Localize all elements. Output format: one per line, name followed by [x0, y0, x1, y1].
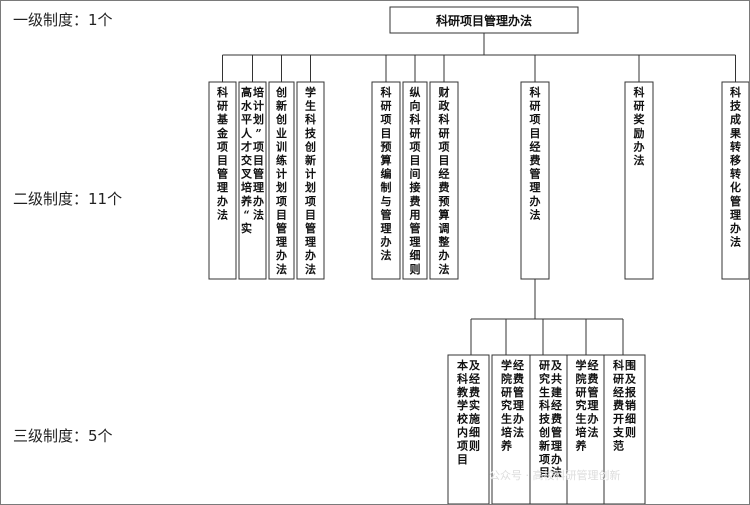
level2-node-2-label: 高水平人才交叉培养“实 — [240, 85, 253, 235]
level3-node-3-label: 研究生科技创新项目 — [538, 359, 551, 479]
level3-node-4-label: 经费管理办法 — [588, 358, 599, 439]
level2-node-8-label: 科研项目经费管理办法 — [530, 85, 541, 221]
level3-node-4-label: 学院研究生培养 — [575, 358, 588, 452]
level3-node-1-label: 本科教学校内项目 — [456, 358, 469, 466]
level2-node-4-label: 学生科技创新计划项目管理办法 — [304, 85, 317, 276]
level2-node-3-label: 创新创业训练计划项目管理办法 — [275, 85, 287, 276]
level2-node-5: 科研项目预算编制与管理办法 — [371, 81, 401, 280]
level2-node-4: 学生科技创新计划项目管理办法 — [296, 81, 325, 280]
level2-node-5-label: 科研项目预算编制与管理办法 — [380, 85, 392, 262]
level2-node-6-label: 纵向科研项目间接费用管理细则 — [410, 85, 421, 276]
watermark-text: 公众号 · 高校科研管理创新 — [489, 468, 621, 482]
level2-node-7-label: 财政科研项目经费预算调整办法 — [438, 85, 451, 276]
root-node: 科研项目管理办法 — [389, 6, 579, 34]
level2-node-2-label: 培计划”项目管理办法 — [253, 85, 264, 221]
connector-lines — [222, 33, 736, 355]
level2-node-7: 财政科研项目经费预算调整办法 — [429, 81, 459, 280]
level2-node-9: 科研奖励办法 — [624, 81, 654, 280]
level2-node-8: 科研项目经费管理办法 — [520, 81, 550, 280]
level3-node-3-label: 及共建经费管理办法 — [551, 359, 563, 479]
level3-node-1-label: 及经费实施细则 — [469, 359, 481, 452]
level1-label: 一级制度：1个 — [13, 11, 113, 29]
level2-label: 二级制度：11个 — [13, 190, 123, 208]
level2-node-6: 纵向科研项目间接费用管理细则 — [402, 81, 428, 280]
level3-node-5-label: 科研经费开支范 — [612, 358, 625, 452]
level2-node-3: 创新创业训练计划项目管理办法 — [268, 81, 295, 280]
level2-node-1: 科研基金项目管理办法 — [208, 81, 237, 280]
level2-node-9-label: 科研奖励办法 — [634, 85, 646, 167]
level3-label: 三级制度：5个 — [13, 427, 113, 445]
level2-node-10: 科技成果转移转化管理办法 — [721, 81, 749, 280]
nodes: 科研项目管理办法科研基金项目管理办法高水平人才交叉培养“实培计划”项目管理办法创… — [208, 6, 749, 504]
level3-node-2-label: 学院研究生培养 — [500, 358, 513, 452]
root-node-label: 科研项目管理办法 — [436, 13, 532, 28]
level2-node-1-label: 科研基金项目管理办法 — [216, 85, 229, 221]
level3-node-2-label: 经费管理办法 — [513, 358, 524, 439]
level3-node-5-label: 围及报销细则 — [625, 359, 637, 439]
level2-node-10-label: 科技成果转移转化管理办法 — [729, 85, 742, 249]
